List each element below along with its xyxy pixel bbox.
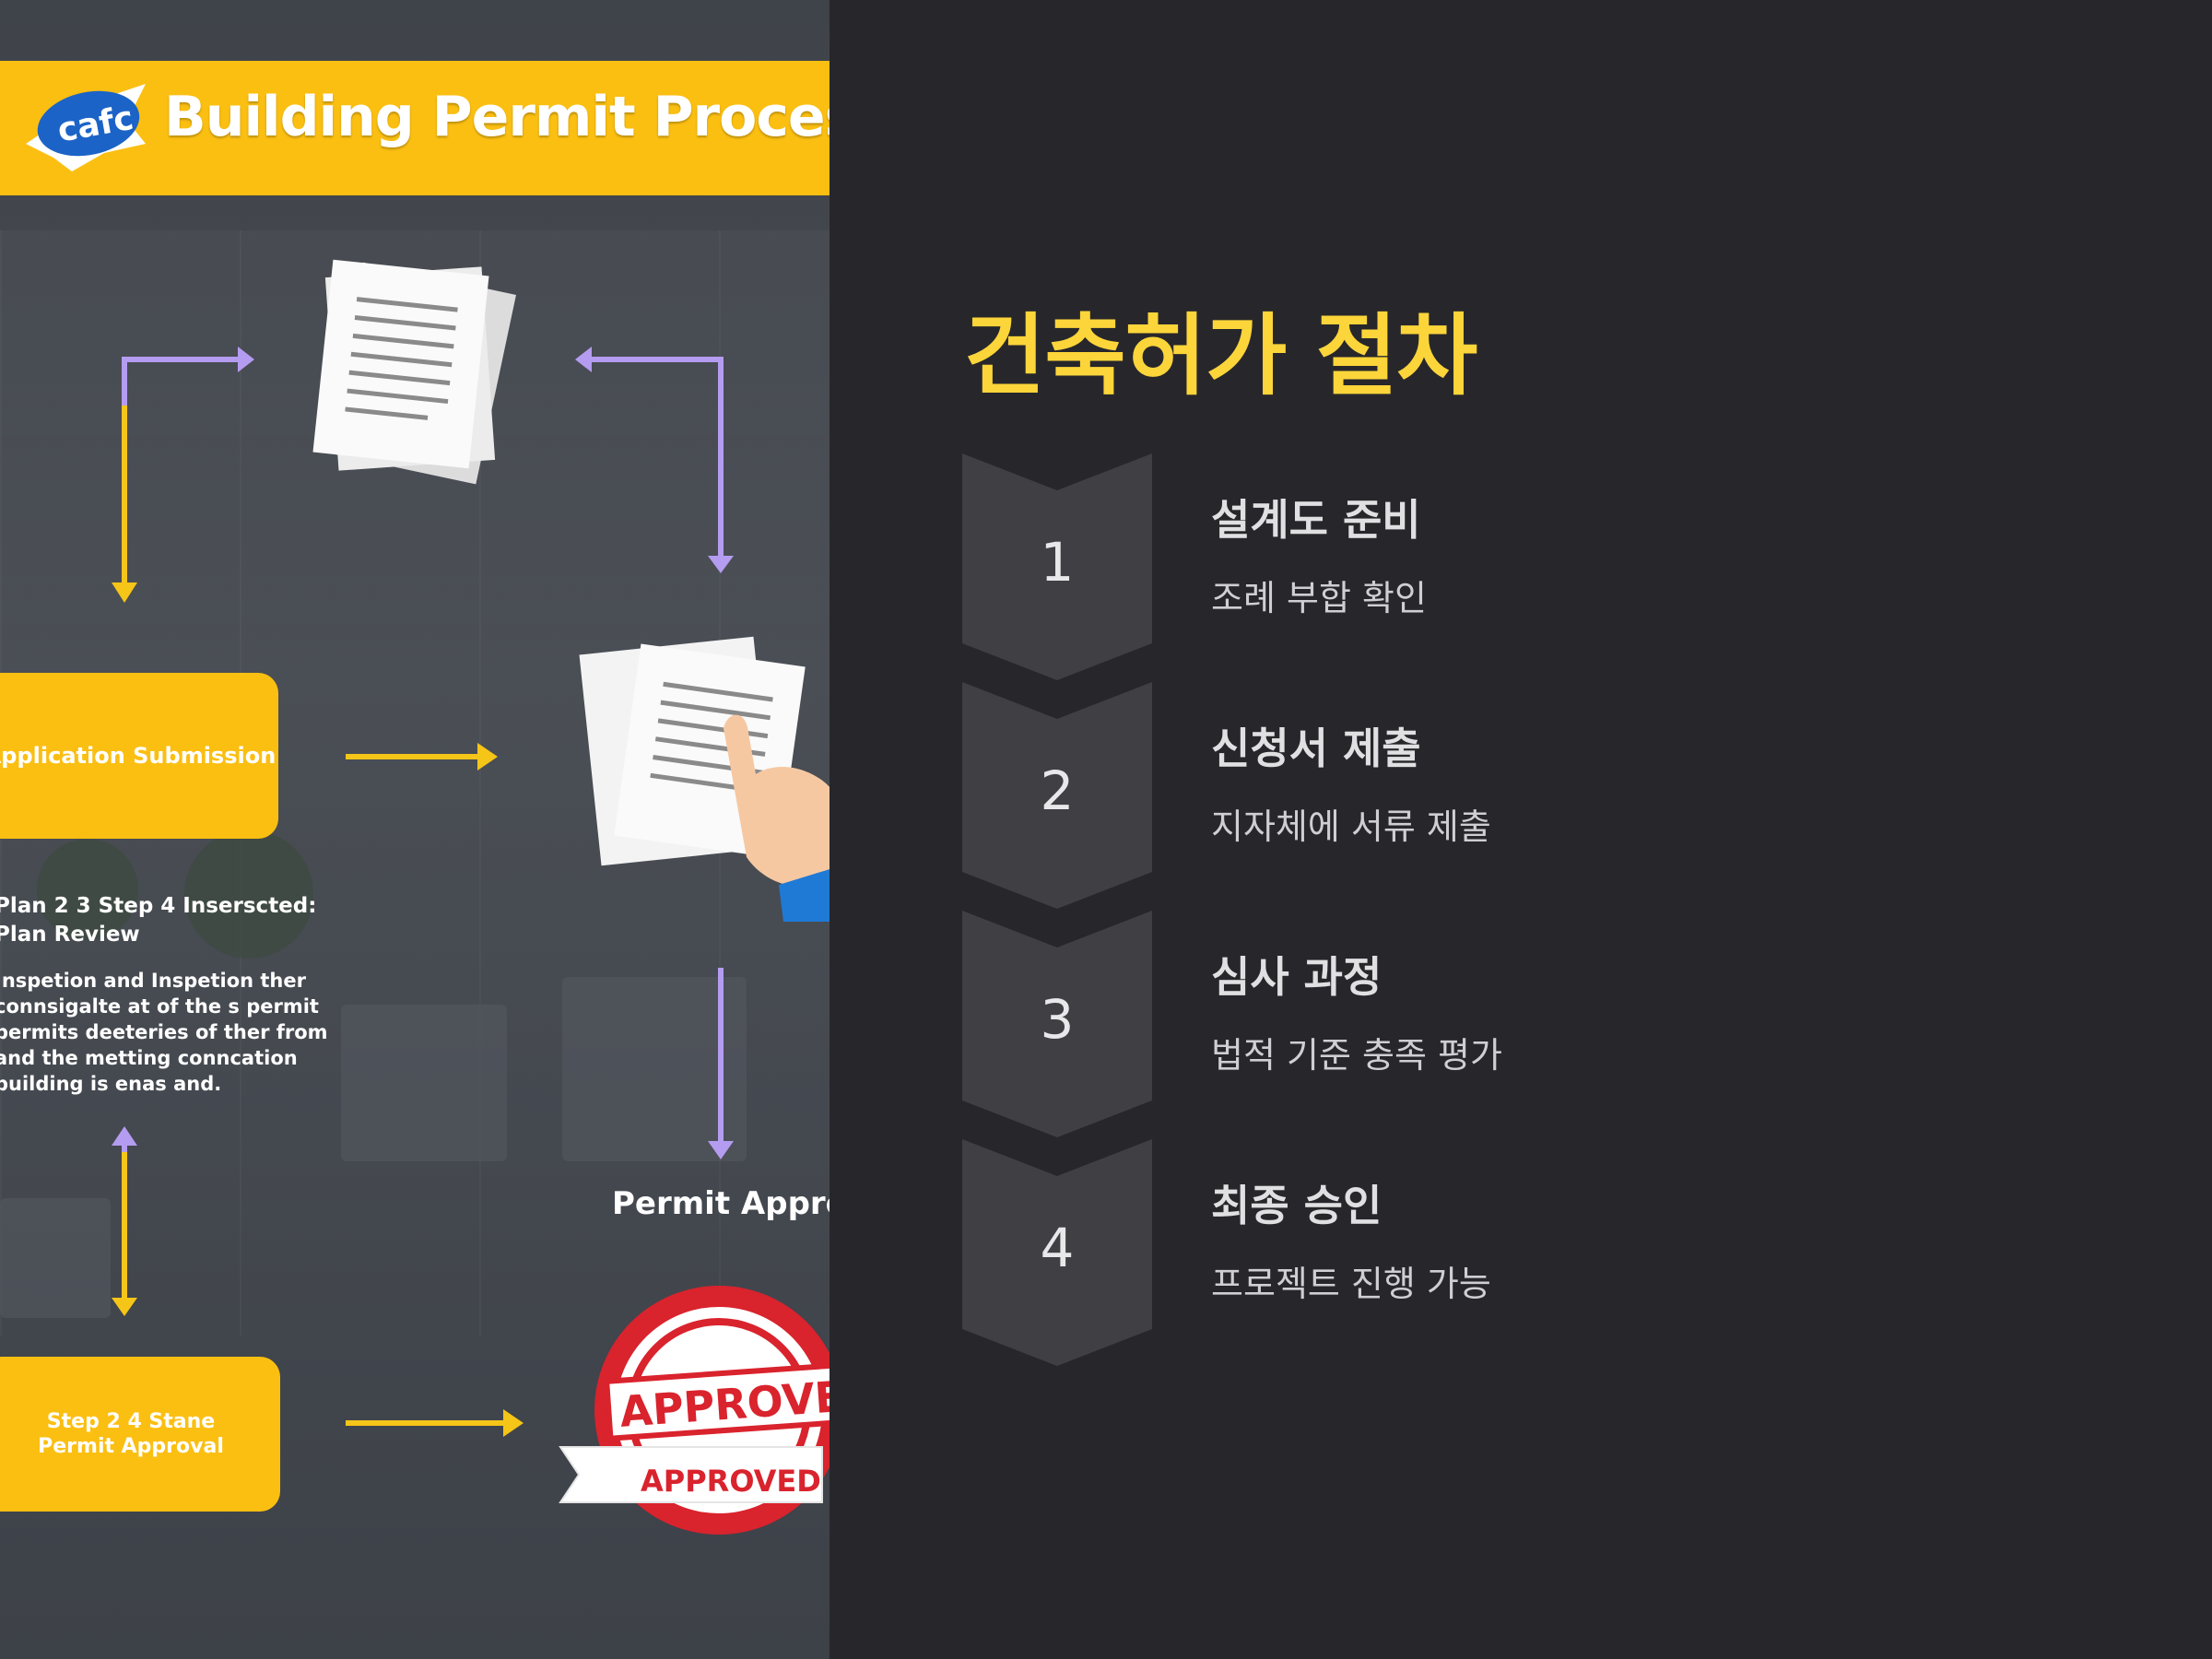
step-4-desc: 프로젝트 진행 가능: [1211, 1264, 1491, 1304]
step-3-number: 3: [1040, 988, 1075, 1051]
hand-documents-icon: [579, 636, 830, 922]
step-2-desc: 지자체에 서류 제출: [1211, 806, 1491, 847]
step-4-title: 최종 승인: [1211, 1181, 1382, 1230]
stamp-ribbon-text: APPROVED: [641, 1464, 821, 1499]
step-2-title: 신청서 제출: [1211, 724, 1421, 773]
permit-process-illustration: cafc Building Permit Process: [0, 0, 830, 1659]
permit-approval-box-line1: Step 2 4 Stane: [46, 1409, 216, 1433]
cafc-logo: cafc: [26, 84, 146, 171]
office-desk: [0, 1198, 111, 1318]
permit-approval-box: Step 2 4 Stane Permit Approval: [0, 1357, 280, 1512]
document-stack-icon: [312, 259, 516, 485]
step-4-chevron: 4: [962, 1139, 1152, 1366]
step-1-title: 설계도 준비: [1211, 495, 1421, 545]
banner-title: Building Permit Process: [164, 85, 830, 149]
step-3-chevron: 3: [962, 911, 1152, 1137]
permit-approval-box-line2: Permit Approval: [38, 1435, 224, 1458]
approved-stamp-icon: APPROVED APPROVED: [559, 1286, 830, 1535]
flow-arrows: [112, 347, 734, 1437]
office-desk: [562, 977, 747, 1161]
office-plant: [37, 839, 138, 940]
step-2-number: 2: [1040, 759, 1075, 822]
title-banner: [0, 61, 830, 195]
step-1-desc: 조례 부합 확인: [1211, 578, 1427, 618]
permit-approval-label: Permit Approv: [612, 1185, 830, 1222]
plan-review-body: Inspetion and Inspetion ther connsigalte…: [0, 970, 328, 1095]
office-desk: [341, 1005, 507, 1161]
step-1-chevron: 1: [962, 453, 1152, 680]
application-submission-box: Application Submission: [0, 673, 278, 839]
step-1-number: 1: [1040, 531, 1075, 594]
step-3-title: 심사 과정: [1211, 952, 1382, 1002]
step-2-chevron: 2: [962, 682, 1152, 909]
plan-review-title: Plan 2 3 Step 4 Inserscted: Plan Review: [0, 894, 317, 947]
page-title: 건축허가 절차: [964, 304, 1477, 407]
step-4-number: 4: [1040, 1217, 1075, 1279]
office-plant: [184, 830, 313, 959]
step-3-desc: 법적 기준 충족 평가: [1211, 1035, 1502, 1076]
